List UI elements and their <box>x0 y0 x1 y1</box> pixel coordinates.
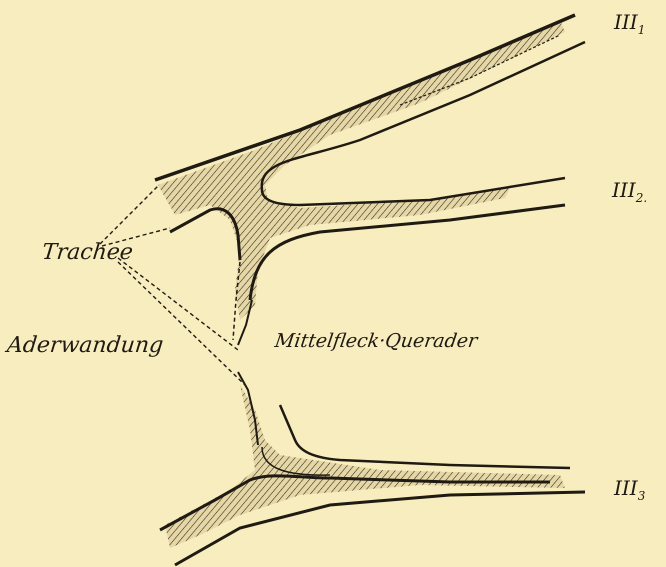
vein-wall-iii1-lower <box>262 42 585 190</box>
label-aderwandung: Aderwandung <box>6 333 165 358</box>
label-vein-iii1: III1 <box>614 10 645 37</box>
trachea-upper-fill <box>158 20 565 320</box>
vein-iii3-sub: 3 <box>638 489 646 503</box>
leader-to-upper-wall <box>100 186 158 244</box>
lower-vein-complex <box>160 372 585 565</box>
vein-iii1-roman: III <box>614 10 638 34</box>
vein-wall-upper-outer <box>155 15 575 180</box>
leader-to-lower-vein <box>118 262 245 385</box>
upper-vein-complex <box>155 15 585 345</box>
vein-iii1-sub: 1 <box>638 23 646 37</box>
vein-wall-iii2-upper <box>262 178 565 205</box>
label-vein-iii2: III2. <box>612 178 647 205</box>
label-trachee: Trachee <box>41 240 134 265</box>
vein-iii2-sub: 2. <box>636 191 647 205</box>
vein-iii2-roman: III <box>612 178 636 202</box>
label-mittelfleck-querader: Mittelfleck·Querader <box>273 330 478 352</box>
vein-wall-iii3-upper <box>280 405 570 468</box>
label-vein-iii3: III3 <box>614 476 645 503</box>
vein-iii3-roman: III <box>614 476 638 500</box>
